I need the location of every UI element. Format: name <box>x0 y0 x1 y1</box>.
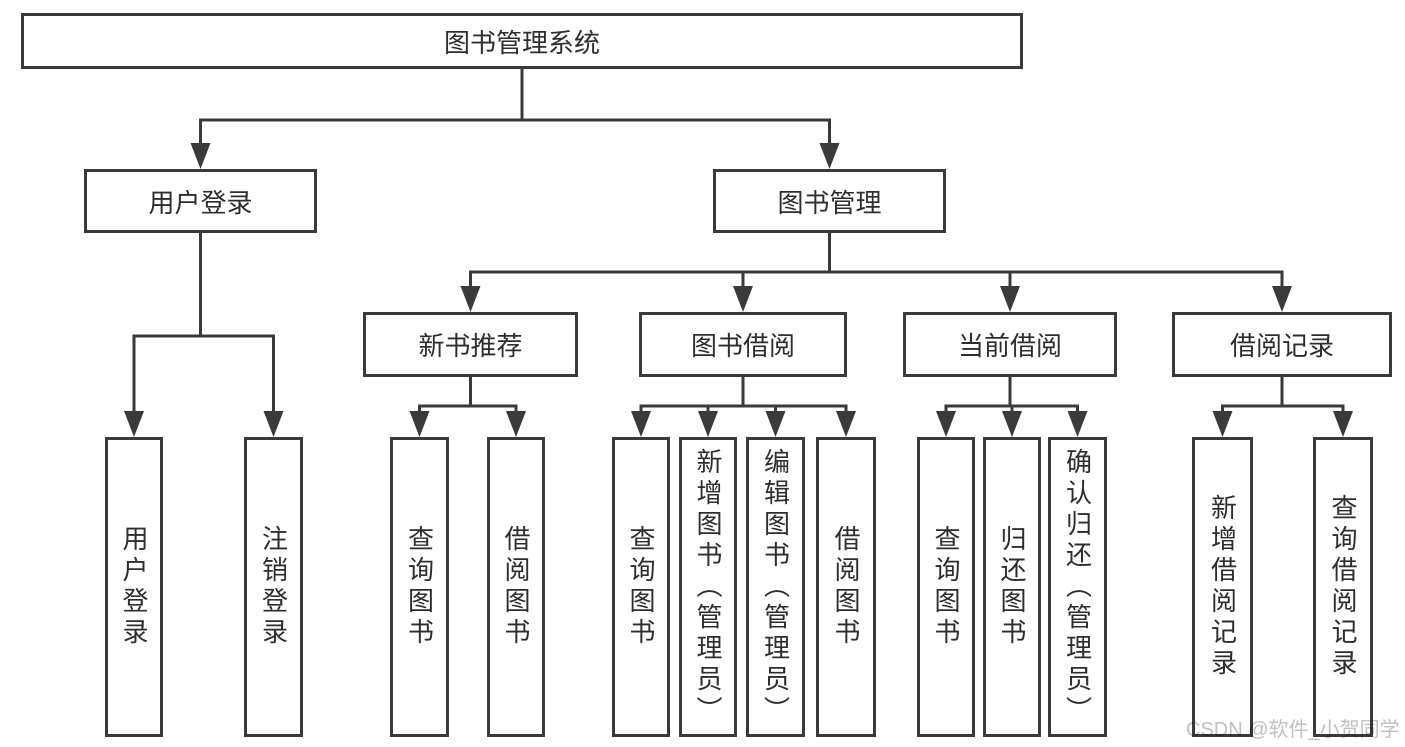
node-library-management-system: 图书管理系统 <box>21 13 1023 69</box>
node-book-borrowing: 图书借阅 <box>639 312 847 377</box>
leaf-query-books-recommend-label: 查询图书 <box>404 525 435 649</box>
node-new-book-recommendation: 新书推荐 <box>363 312 578 377</box>
leaf-add-book-admin-label: 新增图书（管理员） <box>693 447 723 727</box>
node-current-borrowing: 当前借阅 <box>903 312 1117 377</box>
leaf-edit-book-admin-label: 编辑图书（管理员） <box>760 447 791 727</box>
leaf-user-login-label: 用户登录 <box>119 525 149 649</box>
arrowheads <box>124 143 1353 437</box>
node-book-management: 图书管理 <box>713 169 946 233</box>
connector-new-book-recommendation-to-leaves <box>418 377 518 414</box>
leaf-logout-label: 注销登录 <box>258 525 289 649</box>
leaf-confirm-return-admin-label: 确认归还（管理员） <box>1062 447 1093 727</box>
leaf-add-book-admin: 新增图书（管理员） <box>679 437 737 737</box>
leaf-query-borrow-record: 查询借阅记录 <box>1313 437 1373 737</box>
leaf-query-borrow-record-label: 查询借阅记录 <box>1328 494 1358 680</box>
leaf-user-login: 用户登录 <box>105 437 163 737</box>
leaf-logout: 注销登录 <box>244 437 303 737</box>
connector-current-borrowing-to-leaves <box>944 377 1079 414</box>
node-user-login: 用户登录 <box>84 169 317 233</box>
leaf-borrow-books-recommend-label: 借阅图书 <box>501 525 531 649</box>
leaf-return-book-label: 归还图书 <box>997 525 1027 649</box>
connector-book-borrowing-to-leaves <box>639 377 848 414</box>
leaf-confirm-return-admin: 确认归还（管理员） <box>1048 437 1107 737</box>
leaf-borrow-books: 借阅图书 <box>816 437 876 737</box>
leaf-query-books-borrowing: 查询图书 <box>612 437 670 737</box>
leaf-query-books-recommend: 查询图书 <box>390 437 449 737</box>
connector-root-to-level2 <box>199 69 831 146</box>
node-borrowing-records: 借阅记录 <box>1172 312 1392 377</box>
connector-user-login-to-leaves <box>132 233 275 414</box>
connector-book-management-to-level3 <box>469 233 1284 289</box>
leaf-query-books-current-label: 查询图书 <box>931 525 961 649</box>
csdn-watermark: CSDN @软件_小贺同学 <box>1186 719 1400 741</box>
leaf-add-borrow-record: 新增借阅记录 <box>1192 437 1253 737</box>
leaf-query-books-borrowing-label: 查询图书 <box>626 525 656 649</box>
leaf-borrow-books-label: 借阅图书 <box>831 525 861 649</box>
leaf-query-books-current: 查询图书 <box>917 437 975 737</box>
leaf-edit-book-admin: 编辑图书（管理员） <box>746 437 805 737</box>
leaf-borrow-books-recommend: 借阅图书 <box>487 437 545 737</box>
leaf-add-borrow-record-label: 新增借阅记录 <box>1207 494 1238 680</box>
connector-borrowing-records-to-leaves <box>1221 377 1345 414</box>
leaf-return-book: 归还图书 <box>983 437 1041 737</box>
